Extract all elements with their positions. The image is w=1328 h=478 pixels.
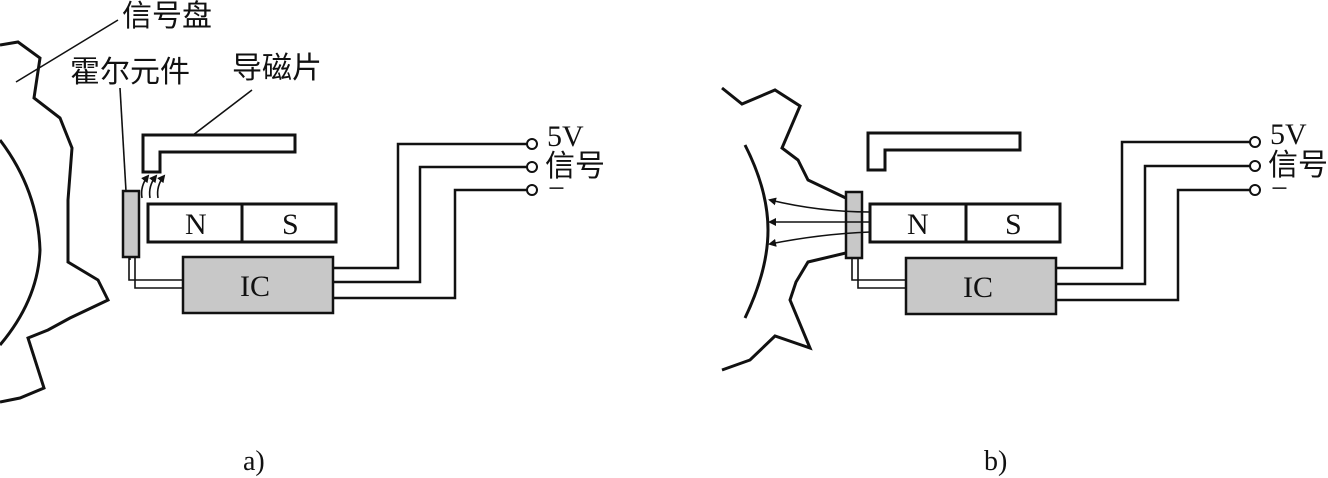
label-5v-a: 5V (547, 120, 584, 153)
hall-element-a (121, 189, 141, 259)
caption-b: b) (984, 446, 1007, 477)
wire-hall-ic-b2 (857, 258, 906, 289)
magnet-s-a: S (282, 208, 299, 241)
hall-element-b (844, 190, 864, 260)
label-signal-disc: 信号盘 (122, 0, 212, 34)
label-hall-element: 霍尔元件 (70, 55, 190, 90)
flux-arrow-a-3 (156, 174, 166, 199)
wire-5v-b (1056, 140, 1250, 270)
wire-minus-b (1056, 188, 1250, 302)
ic-label-b: IC (963, 271, 993, 304)
signal-disc-hub-b (743, 144, 770, 319)
ic-a (181, 255, 335, 315)
terminal-signal-b (1249, 160, 1261, 172)
magnetic-guide-a (141, 133, 297, 174)
wire-signal-a (333, 165, 527, 284)
signal-disc-hub-a (0, 139, 42, 346)
ic-label-a: IC (240, 270, 270, 303)
flux-arrow-a-2 (148, 174, 158, 199)
panel-a: 信号盘 霍尔元件 导磁片 N S IC 5V 信号 − a) (0, 0, 605, 477)
label-5v-b: 5V (1270, 118, 1307, 151)
terminal-minus-b (1249, 184, 1261, 196)
wire-hall-ic-a1 (128, 257, 183, 281)
panel-b: N S IC 5V 信号 − b) (721, 86, 1328, 477)
ic-b (904, 256, 1058, 316)
label-signal-a: 信号 (545, 149, 605, 184)
wire-hall-ic-b1 (851, 258, 906, 281)
flux-arrow-b-1 (768, 197, 871, 213)
magnet-s-b: S (1005, 208, 1022, 241)
terminal-minus-a (526, 184, 538, 196)
label-minus-b: − (1271, 172, 1288, 205)
terminal-5v-a (526, 138, 538, 150)
wire-5v-a (333, 142, 527, 270)
terminal-signal-a (526, 161, 538, 173)
magnet-n-a: N (185, 208, 207, 241)
wire-hall-ic-a2 (134, 257, 183, 289)
signal-disc-a (0, 40, 111, 404)
wire-signal-b (1056, 164, 1250, 286)
flux-arrow-a-1 (140, 174, 150, 199)
wire-minus-a (333, 188, 527, 300)
magnet-n-b: N (907, 208, 929, 241)
leader-signal-disc (15, 19, 119, 83)
terminal-5v-b (1249, 136, 1261, 148)
magnetic-guide-b (866, 131, 1022, 172)
flux-arrow-b-3 (768, 231, 871, 247)
label-magnetic-guide: 导磁片 (232, 51, 322, 86)
signal-disc-b (721, 86, 852, 372)
label-minus-a: − (548, 172, 565, 205)
label-signal-b: 信号 (1268, 148, 1328, 183)
caption-a: a) (243, 446, 265, 477)
